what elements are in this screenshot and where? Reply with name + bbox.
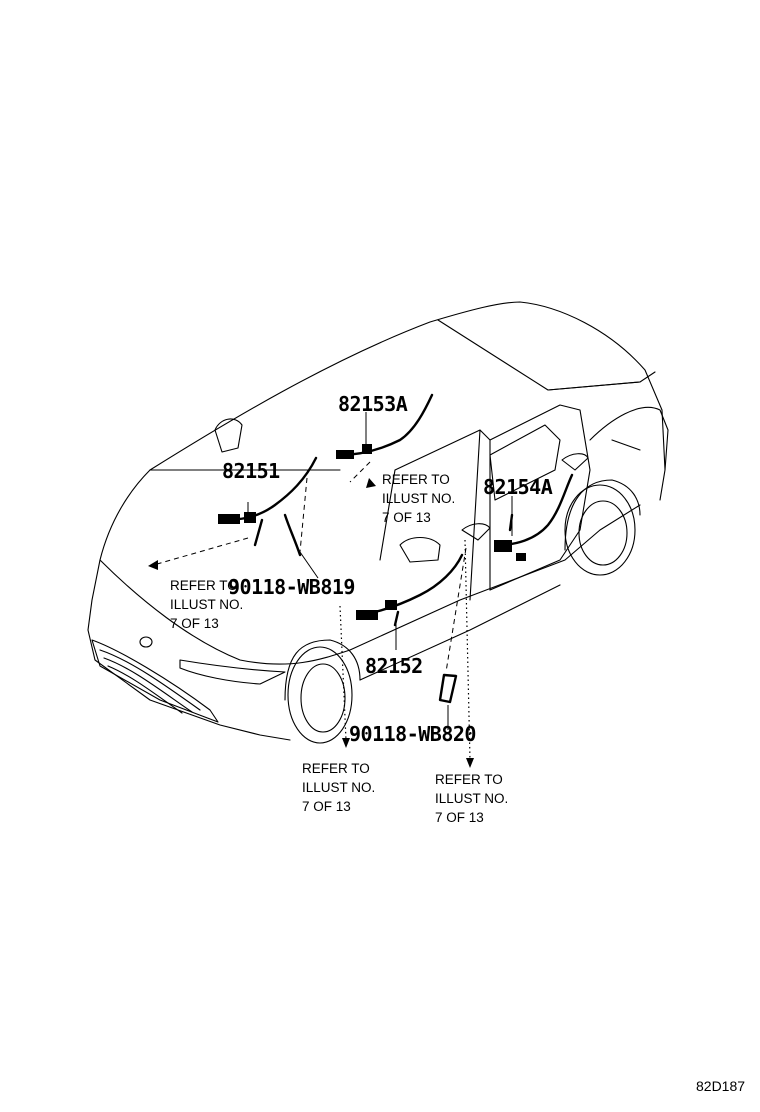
part-90118-wb819-label: 90118-WB819 [228, 575, 355, 599]
ref-note-roof: REFER TO ILLUST NO. 7 OF 13 [382, 472, 455, 525]
ref-note-front: REFER TO ILLUST NO. 7 OF 13 [170, 578, 243, 631]
svg-text:REFER TO: REFER TO [170, 578, 238, 593]
svg-text:ILLUST NO.: ILLUST NO. [382, 491, 455, 506]
svg-text:7 OF 13: 7 OF 13 [382, 510, 431, 525]
svg-text:7 OF 13: 7 OF 13 [435, 810, 484, 825]
part-90118-wb820-label: 90118-WB820 [349, 722, 476, 746]
part-82151-label: 82151 [222, 459, 280, 483]
svg-text:ILLUST NO.: ILLUST NO. [435, 791, 508, 806]
svg-text:7 OF 13: 7 OF 13 [302, 799, 351, 814]
part-82152-label: 82152 [365, 654, 423, 678]
harness-90118-wb820 [438, 673, 458, 704]
harness-82152 [356, 553, 464, 627]
harness-82154a [494, 473, 574, 561]
ref-note-bottom-right: REFER TO ILLUST NO. 7 OF 13 [435, 772, 508, 825]
svg-text:ILLUST NO.: ILLUST NO. [170, 597, 243, 612]
svg-text:ILLUST NO.: ILLUST NO. [302, 780, 375, 795]
illustration-code: 82D187 [696, 1078, 745, 1094]
car-outline [87, 301, 669, 744]
svg-text:REFER TO: REFER TO [435, 772, 503, 787]
part-82153a-label: 82153A [338, 392, 408, 416]
svg-text:REFER TO: REFER TO [302, 761, 370, 776]
harness-82153a [336, 393, 434, 459]
svg-text:7 OF 13: 7 OF 13 [170, 616, 219, 631]
leader-lines [148, 412, 513, 768]
ref-note-bottom-left: REFER TO ILLUST NO. 7 OF 13 [302, 761, 375, 814]
harness-82151 [218, 456, 318, 557]
svg-text:REFER TO: REFER TO [382, 472, 450, 487]
part-82154a-label: 82154A [483, 475, 553, 499]
